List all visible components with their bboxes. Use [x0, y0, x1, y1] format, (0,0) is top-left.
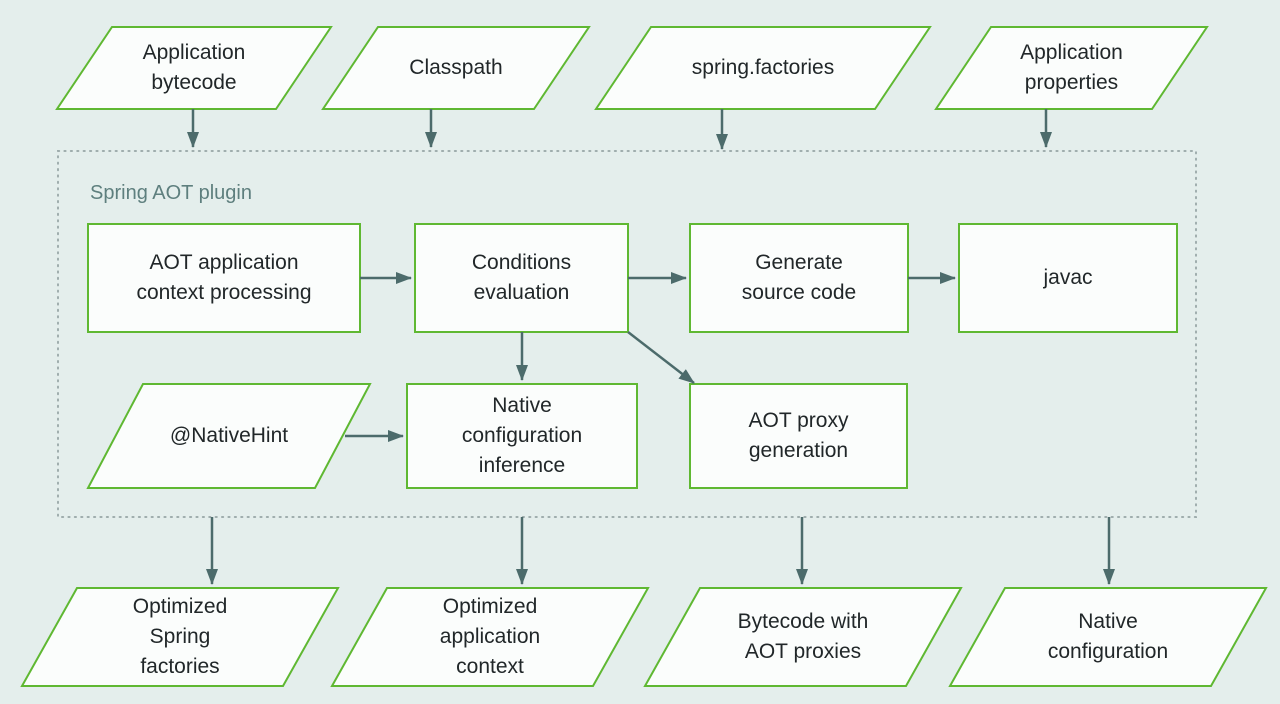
- box-javac: [958, 223, 1178, 333]
- input-parallelogram-application-bytecode: [55, 26, 333, 110]
- output-parallelogram-optimized-spring-factories: [20, 587, 340, 687]
- input-parallelogram-application-properties: [934, 26, 1209, 110]
- input-parallelogram-native-hint: [86, 383, 372, 489]
- output-parallelogram-native-configuration: [948, 587, 1268, 687]
- input-parallelogram-classpath: [321, 26, 591, 110]
- arrow-conditions-to-aot-proxy-generation: [627, 331, 695, 384]
- input-parallelogram-spring-factories: [594, 26, 932, 110]
- box-aot-proxy-generation: [689, 383, 908, 489]
- box-aot-application-context-processing: [87, 223, 361, 333]
- output-parallelogram-bytecode-with-aot-proxies: [643, 587, 963, 687]
- box-generate-source-code: [689, 223, 909, 333]
- output-parallelogram-optimized-application-context: [330, 587, 650, 687]
- box-native-configuration-inference: [406, 383, 638, 489]
- box-conditions-evaluation: [414, 223, 629, 333]
- spring-aot-plugin-container: [57, 150, 1197, 518]
